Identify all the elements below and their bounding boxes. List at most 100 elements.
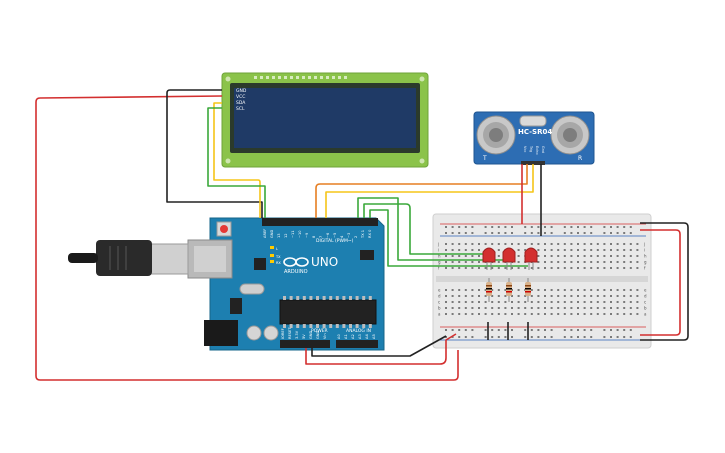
breadboard-hole[interactable]: [616, 267, 619, 269]
breadboard-hole[interactable]: [550, 243, 553, 245]
breadboard-hole[interactable]: [570, 301, 573, 303]
breadboard-hole[interactable]: [590, 255, 593, 257]
breadboard-hole[interactable]: [524, 313, 527, 315]
rail-hole[interactable]: [471, 226, 474, 228]
breadboard-hole[interactable]: [458, 295, 461, 297]
breadboard-hole[interactable]: [491, 295, 494, 297]
breadboard-hole[interactable]: [511, 295, 513, 297]
breadboard-hole[interactable]: [629, 313, 632, 315]
breadboard-hole[interactable]: [471, 243, 474, 245]
breadboard-hole[interactable]: [577, 313, 579, 315]
rail-hole[interactable]: [484, 232, 487, 234]
breadboard-hole[interactable]: [445, 301, 447, 303]
breadboard-hole[interactable]: [471, 249, 474, 251]
breadboard-hole[interactable]: [623, 267, 626, 269]
breadboard-hole[interactable]: [610, 289, 612, 291]
breadboard-hole[interactable]: [464, 307, 467, 309]
breadboard-hole[interactable]: [623, 243, 626, 245]
breadboard-hole[interactable]: [616, 255, 619, 257]
rail-hole[interactable]: [577, 329, 579, 331]
breadboard-hole[interactable]: [451, 307, 454, 309]
breadboard-hole[interactable]: [583, 289, 586, 291]
usb-cable[interactable]: [68, 240, 189, 276]
breadboard-hole[interactable]: [458, 267, 461, 269]
breadboard-hole[interactable]: [623, 313, 626, 315]
breadboard-hole[interactable]: [629, 301, 632, 303]
rail-hole[interactable]: [610, 329, 612, 331]
breadboard-hole[interactable]: [451, 301, 454, 303]
breadboard-hole[interactable]: [590, 307, 593, 309]
rail-hole[interactable]: [544, 329, 546, 331]
wire-red-arduino-5v[interactable]: [305, 333, 457, 365]
rail-hole[interactable]: [458, 232, 461, 234]
breadboard-hole[interactable]: [563, 243, 566, 245]
rail-hole[interactable]: [524, 226, 527, 228]
rail-hole[interactable]: [583, 232, 586, 234]
breadboard-hole[interactable]: [563, 261, 566, 263]
breadboard-hole[interactable]: [478, 255, 480, 257]
breadboard-hole[interactable]: [590, 289, 593, 291]
rail-hole[interactable]: [530, 226, 533, 228]
breadboard-hole[interactable]: [464, 261, 467, 263]
arduino-uno[interactable]: ARDUINO UNO DIGITAL (PWM~) POWER ANALOG …: [187, 217, 385, 351]
breadboard-hole[interactable]: [517, 243, 520, 245]
breadboard-hole[interactable]: [557, 307, 560, 309]
breadboard-hole[interactable]: [458, 301, 461, 303]
breadboard-hole[interactable]: [544, 243, 546, 245]
rail-hole[interactable]: [629, 336, 632, 338]
rail-hole[interactable]: [497, 232, 500, 234]
breadboard-hole[interactable]: [563, 267, 566, 269]
rail-hole[interactable]: [451, 232, 454, 234]
breadboard-hole[interactable]: [484, 313, 487, 315]
breadboard-hole[interactable]: [524, 307, 527, 309]
breadboard-hole[interactable]: [511, 267, 513, 269]
breadboard-hole[interactable]: [484, 295, 487, 297]
breadboard-hole[interactable]: [603, 307, 606, 309]
breadboard-hole[interactable]: [544, 261, 546, 263]
breadboard-hole[interactable]: [616, 295, 619, 297]
wire-orange-trig[interactable]: [315, 164, 528, 218]
breadboard-hole[interactable]: [557, 313, 560, 315]
breadboard-hole[interactable]: [577, 243, 579, 245]
rail-hole[interactable]: [603, 336, 606, 338]
breadboard-hole[interactable]: [484, 267, 487, 269]
rail-hole[interactable]: [623, 232, 626, 234]
breadboard-hole[interactable]: [471, 307, 474, 309]
breadboard-hole[interactable]: [504, 267, 507, 269]
breadboard-hole[interactable]: [497, 307, 500, 309]
rail-hole[interactable]: [550, 336, 553, 338]
rail-hole[interactable]: [497, 226, 500, 228]
breadboard-hole[interactable]: [530, 243, 533, 245]
breadboard-hole[interactable]: [537, 289, 540, 291]
breadboard-hole[interactable]: [451, 261, 454, 263]
breadboard-hole[interactable]: [537, 249, 540, 251]
rail-hole[interactable]: [590, 336, 593, 338]
breadboard-hole[interactable]: [629, 243, 632, 245]
breadboard-hole[interactable]: [445, 307, 447, 309]
breadboard-hole[interactable]: [497, 267, 500, 269]
breadboard-hole[interactable]: [544, 301, 546, 303]
led-1[interactable]: [482, 247, 496, 270]
rail-hole[interactable]: [458, 336, 461, 338]
breadboard-hole[interactable]: [550, 289, 553, 291]
breadboard-hole[interactable]: [550, 313, 553, 315]
rail-hole[interactable]: [524, 232, 527, 234]
breadboard-hole[interactable]: [623, 307, 626, 309]
breadboard-hole[interactable]: [458, 249, 461, 251]
breadboard-hole[interactable]: [544, 267, 546, 269]
breadboard-hole[interactable]: [544, 307, 546, 309]
rail-hole[interactable]: [623, 336, 626, 338]
breadboard-hole[interactable]: [497, 301, 500, 303]
breadboard-hole[interactable]: [610, 249, 612, 251]
rail-hole[interactable]: [530, 329, 533, 331]
led-2[interactable]: [502, 247, 516, 270]
rail-hole[interactable]: [511, 232, 513, 234]
rail-hole[interactable]: [616, 232, 619, 234]
breadboard-hole[interactable]: [524, 249, 527, 251]
wire-black-lcd-gnd[interactable]: [166, 89, 263, 218]
breadboard-hole[interactable]: [557, 301, 560, 303]
breadboard-hole[interactable]: [590, 295, 593, 297]
breadboard-hole[interactable]: [478, 301, 480, 303]
breadboard-hole[interactable]: [464, 249, 467, 251]
breadboard-hole[interactable]: [570, 289, 573, 291]
